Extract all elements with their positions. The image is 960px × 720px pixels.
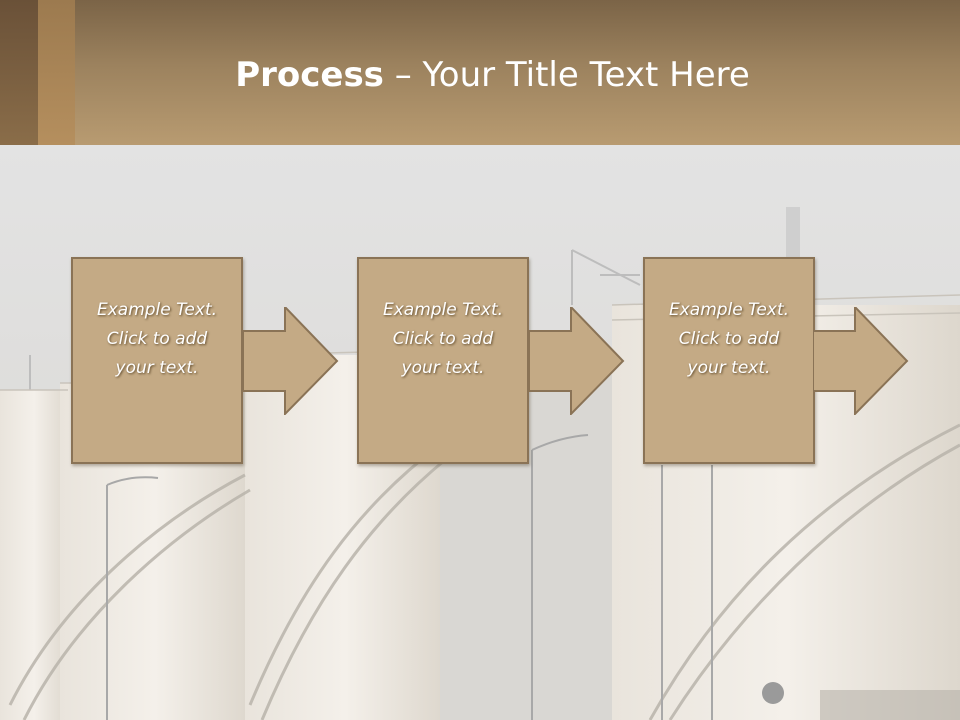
title-rest: – Your Title Text Here bbox=[383, 55, 750, 95]
header-accent-strip-dark bbox=[0, 0, 38, 145]
title-strong: Process bbox=[235, 55, 384, 95]
process-step-2[interactable]: Example Text. Click to add your text. bbox=[357, 257, 529, 464]
step-3-text: Example Text. Click to add your text. bbox=[654, 296, 804, 383]
step-1-line-3: your text. bbox=[115, 358, 199, 378]
step-1-line-1: Example Text. bbox=[96, 300, 218, 320]
step-2-line-2: Click to add bbox=[392, 329, 494, 349]
process-step-1[interactable]: Example Text. Click to add your text. bbox=[71, 257, 243, 464]
header-accent-strip-light bbox=[38, 0, 75, 145]
step-3-line-3: your text. bbox=[687, 358, 771, 378]
arrow-right-icon bbox=[813, 307, 909, 415]
step-3-line-1: Example Text. bbox=[668, 300, 790, 320]
slide-title[interactable]: Process – Your Title Text Here bbox=[0, 52, 960, 98]
step-1-text: Example Text. Click to add your text. bbox=[82, 296, 232, 383]
step-3-line-2: Click to add bbox=[678, 329, 780, 349]
arrow-right-icon bbox=[243, 307, 339, 415]
step-2-line-3: your text. bbox=[401, 358, 485, 378]
header-band: Process – Your Title Text Here bbox=[0, 0, 960, 145]
process-step-3[interactable]: Example Text. Click to add your text. bbox=[643, 257, 815, 464]
step-2-text: Example Text. Click to add your text. bbox=[368, 296, 518, 383]
arrow-right-icon bbox=[529, 307, 625, 415]
step-1-line-2: Click to add bbox=[106, 329, 208, 349]
step-2-line-1: Example Text. bbox=[382, 300, 504, 320]
